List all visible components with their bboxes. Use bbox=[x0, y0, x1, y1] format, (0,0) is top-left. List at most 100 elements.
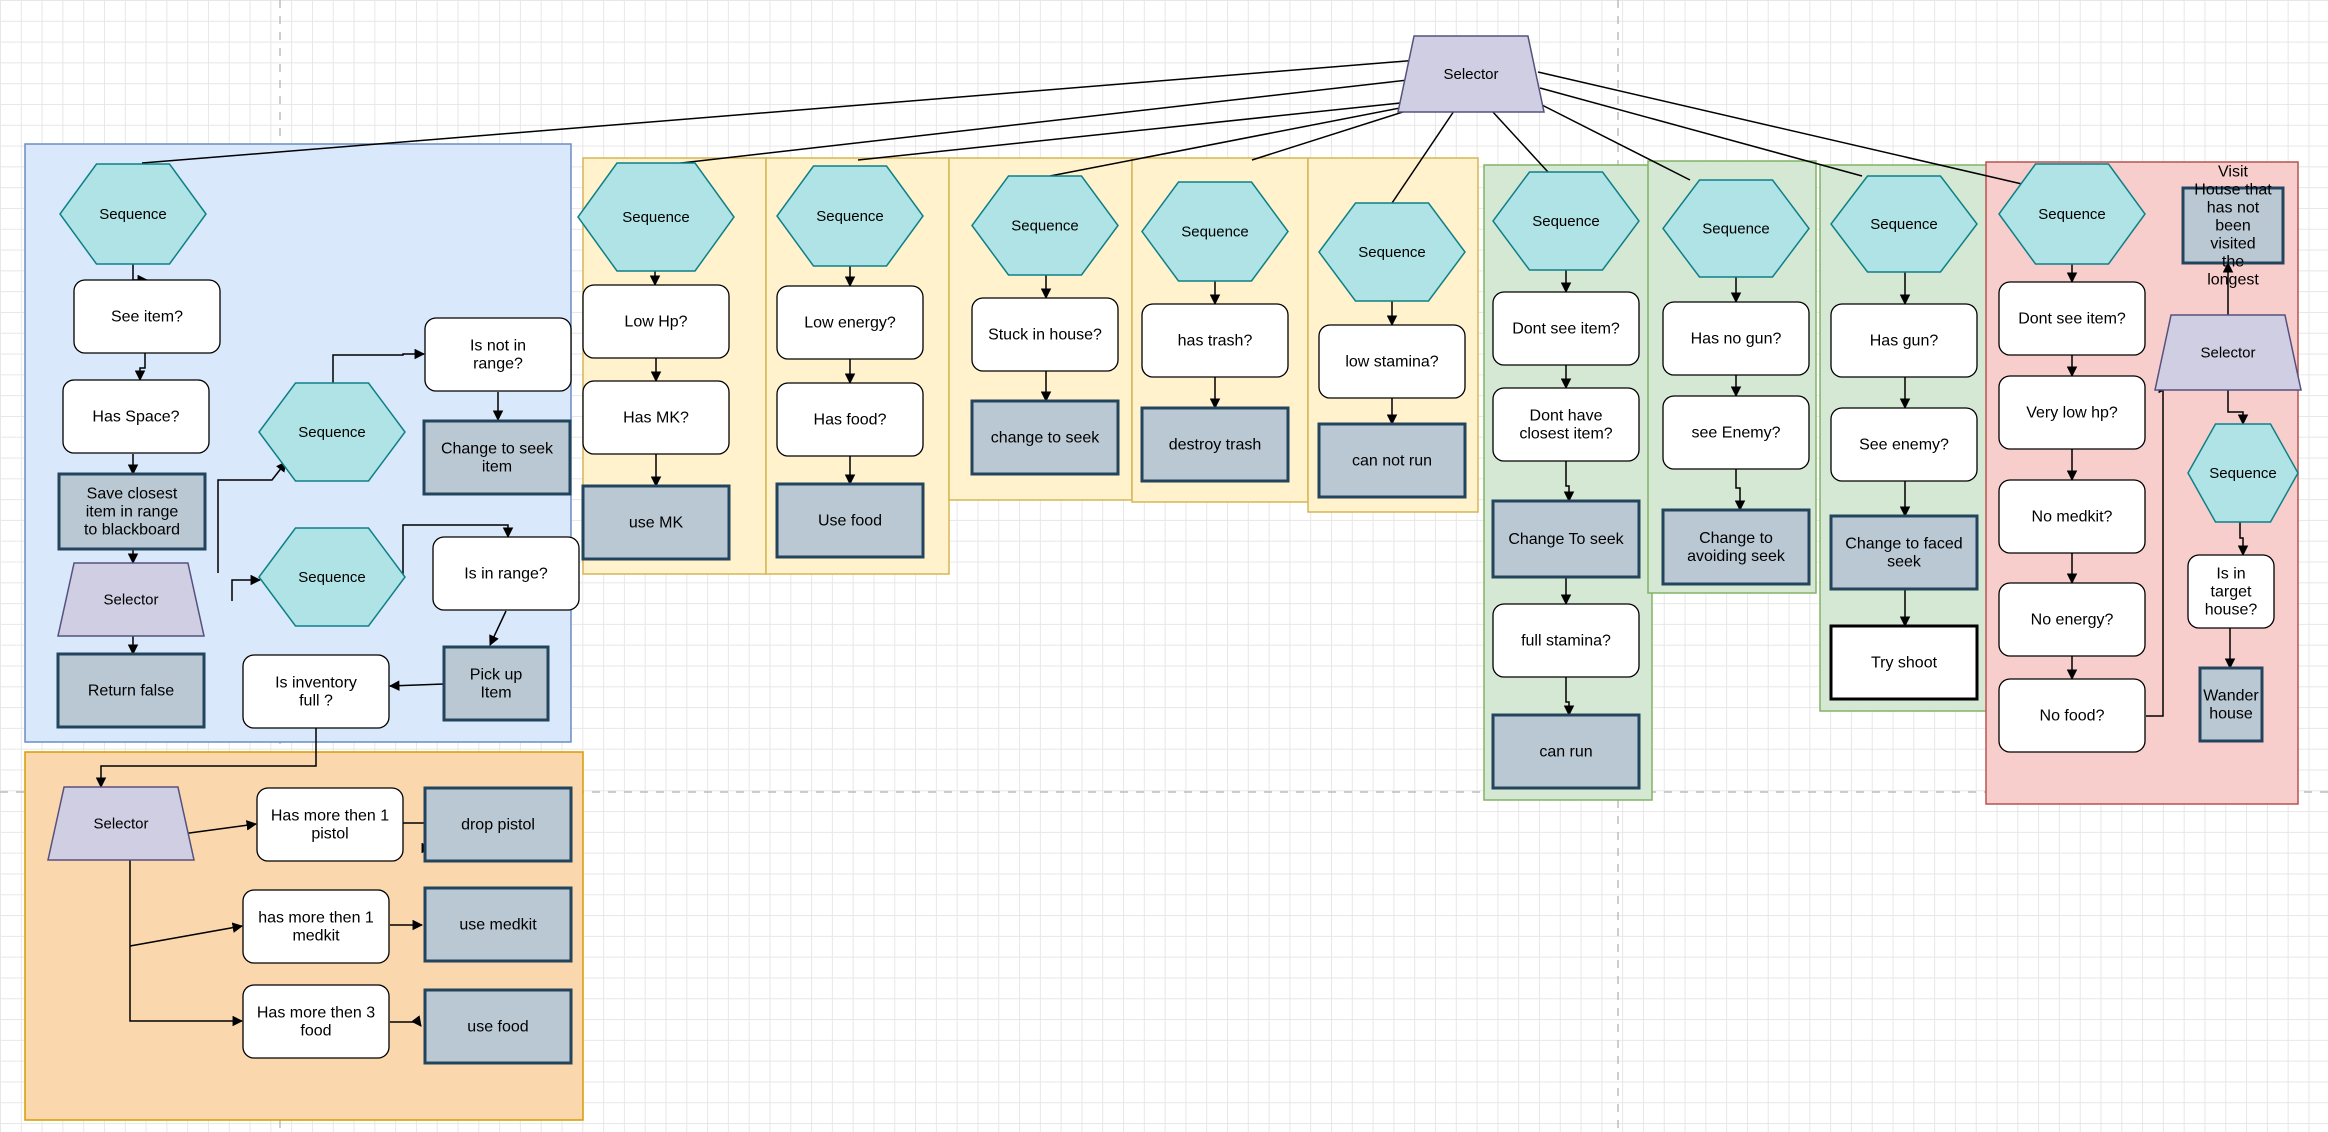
edge bbox=[1491, 110, 1549, 173]
node-shape bbox=[62, 379, 210, 454]
node-shape bbox=[57, 562, 205, 637]
node-shape bbox=[442, 645, 550, 722]
node-label: Sequence bbox=[816, 208, 884, 225]
node-y2-c1: Low energy? bbox=[776, 285, 924, 360]
node-y5-a: can not run bbox=[1317, 422, 1467, 499]
edge bbox=[2237, 522, 2249, 557]
node-label: Sequence bbox=[1181, 223, 1249, 240]
node-b-inrange: Is in range? bbox=[432, 536, 580, 611]
node-shape bbox=[775, 482, 925, 559]
node-shape bbox=[1998, 479, 2146, 554]
node-label: Sequence bbox=[2209, 465, 2277, 482]
node-label: use medkit bbox=[459, 916, 537, 933]
node-shape bbox=[432, 536, 580, 611]
node-label: Has food? bbox=[814, 411, 887, 428]
node-label: drop pistol bbox=[461, 816, 535, 833]
node-label: use food bbox=[467, 1018, 528, 1035]
node-y5-seq: Sequence bbox=[1318, 202, 1466, 302]
edge bbox=[95, 728, 317, 789]
node-shape bbox=[971, 175, 1119, 276]
node-g1-c1: Dont see item? bbox=[1492, 291, 1640, 366]
node-shape bbox=[2154, 314, 2302, 391]
edge bbox=[1251, 110, 1407, 161]
node-g1-a1: Change To seek bbox=[1491, 499, 1641, 579]
edge bbox=[1049, 107, 1401, 177]
node-shape bbox=[423, 786, 573, 863]
node-shape bbox=[256, 787, 404, 862]
node-label: change to seek bbox=[991, 429, 1101, 446]
node-shape bbox=[1318, 202, 1466, 302]
edge bbox=[181, 820, 258, 835]
node-shape bbox=[1141, 303, 1289, 378]
node-shape bbox=[423, 988, 573, 1065]
node-label: No food? bbox=[2040, 707, 2105, 724]
node-shape bbox=[971, 297, 1119, 372]
node-y5-c1: low stamina? bbox=[1318, 324, 1466, 399]
edge bbox=[390, 1015, 422, 1027]
node-r-seq2: Sequence bbox=[2187, 423, 2299, 523]
node-label: Sequence bbox=[298, 424, 366, 441]
node-label: Has MK? bbox=[623, 409, 689, 426]
node-g3-seq: Sequence bbox=[1830, 175, 1978, 273]
edge bbox=[1537, 71, 2023, 185]
node-shape bbox=[1317, 422, 1467, 499]
node-shape bbox=[776, 165, 924, 267]
node-label: Sequence bbox=[2038, 206, 2106, 223]
node-shape bbox=[1492, 171, 1640, 271]
node-shape bbox=[1830, 407, 1978, 482]
edge bbox=[141, 59, 1419, 164]
node-r-c3: No medkit? bbox=[1998, 479, 2146, 554]
node-shape bbox=[422, 419, 572, 496]
node-label: No medkit? bbox=[2032, 508, 2113, 525]
node-g3-c1: Has gun? bbox=[1830, 303, 1978, 378]
node-shape bbox=[242, 889, 390, 964]
node-shape bbox=[73, 279, 221, 354]
node-label: Use food bbox=[818, 512, 882, 529]
node-y2-c2: Has food? bbox=[776, 382, 924, 457]
group-seek bbox=[1483, 164, 1653, 801]
node-shape bbox=[2181, 186, 2285, 265]
node-shape bbox=[57, 472, 207, 551]
edge bbox=[1734, 469, 1746, 512]
node-shape bbox=[1998, 281, 2146, 356]
node-shape bbox=[424, 317, 572, 392]
node-shape bbox=[1829, 514, 1979, 591]
node-shape bbox=[56, 652, 206, 729]
edge bbox=[332, 348, 426, 383]
node-label: Dont see item? bbox=[1512, 320, 1620, 337]
edge bbox=[1539, 87, 1863, 177]
node-y4-seq: Sequence bbox=[1141, 181, 1289, 282]
node-o-usemed: use medkit bbox=[423, 886, 573, 963]
node-shape bbox=[1140, 406, 1290, 483]
node-label: has trash? bbox=[1178, 332, 1253, 349]
node-g1-seq: Sequence bbox=[1492, 171, 1640, 271]
node-shape bbox=[258, 527, 406, 627]
node-label: full stamina? bbox=[1521, 632, 1611, 649]
node-g1-a2: can run bbox=[1491, 713, 1641, 790]
node-label: Return false bbox=[88, 682, 174, 699]
node-shape bbox=[1492, 291, 1640, 366]
node-r-c4: No energy? bbox=[1998, 582, 2146, 657]
node-label: see Enemy? bbox=[1692, 424, 1781, 441]
node-label: Sequence bbox=[1870, 216, 1938, 233]
node-label: Has no gun? bbox=[1691, 330, 1782, 347]
node-b-seq3: Sequence bbox=[258, 527, 406, 627]
node-label: Change To seek bbox=[1508, 531, 1624, 548]
node-g2-seq: Sequence bbox=[1662, 179, 1810, 278]
node-y1-c1: Low Hp? bbox=[582, 284, 730, 359]
edge bbox=[388, 680, 445, 691]
node-r-seq: Sequence bbox=[1998, 163, 2146, 265]
